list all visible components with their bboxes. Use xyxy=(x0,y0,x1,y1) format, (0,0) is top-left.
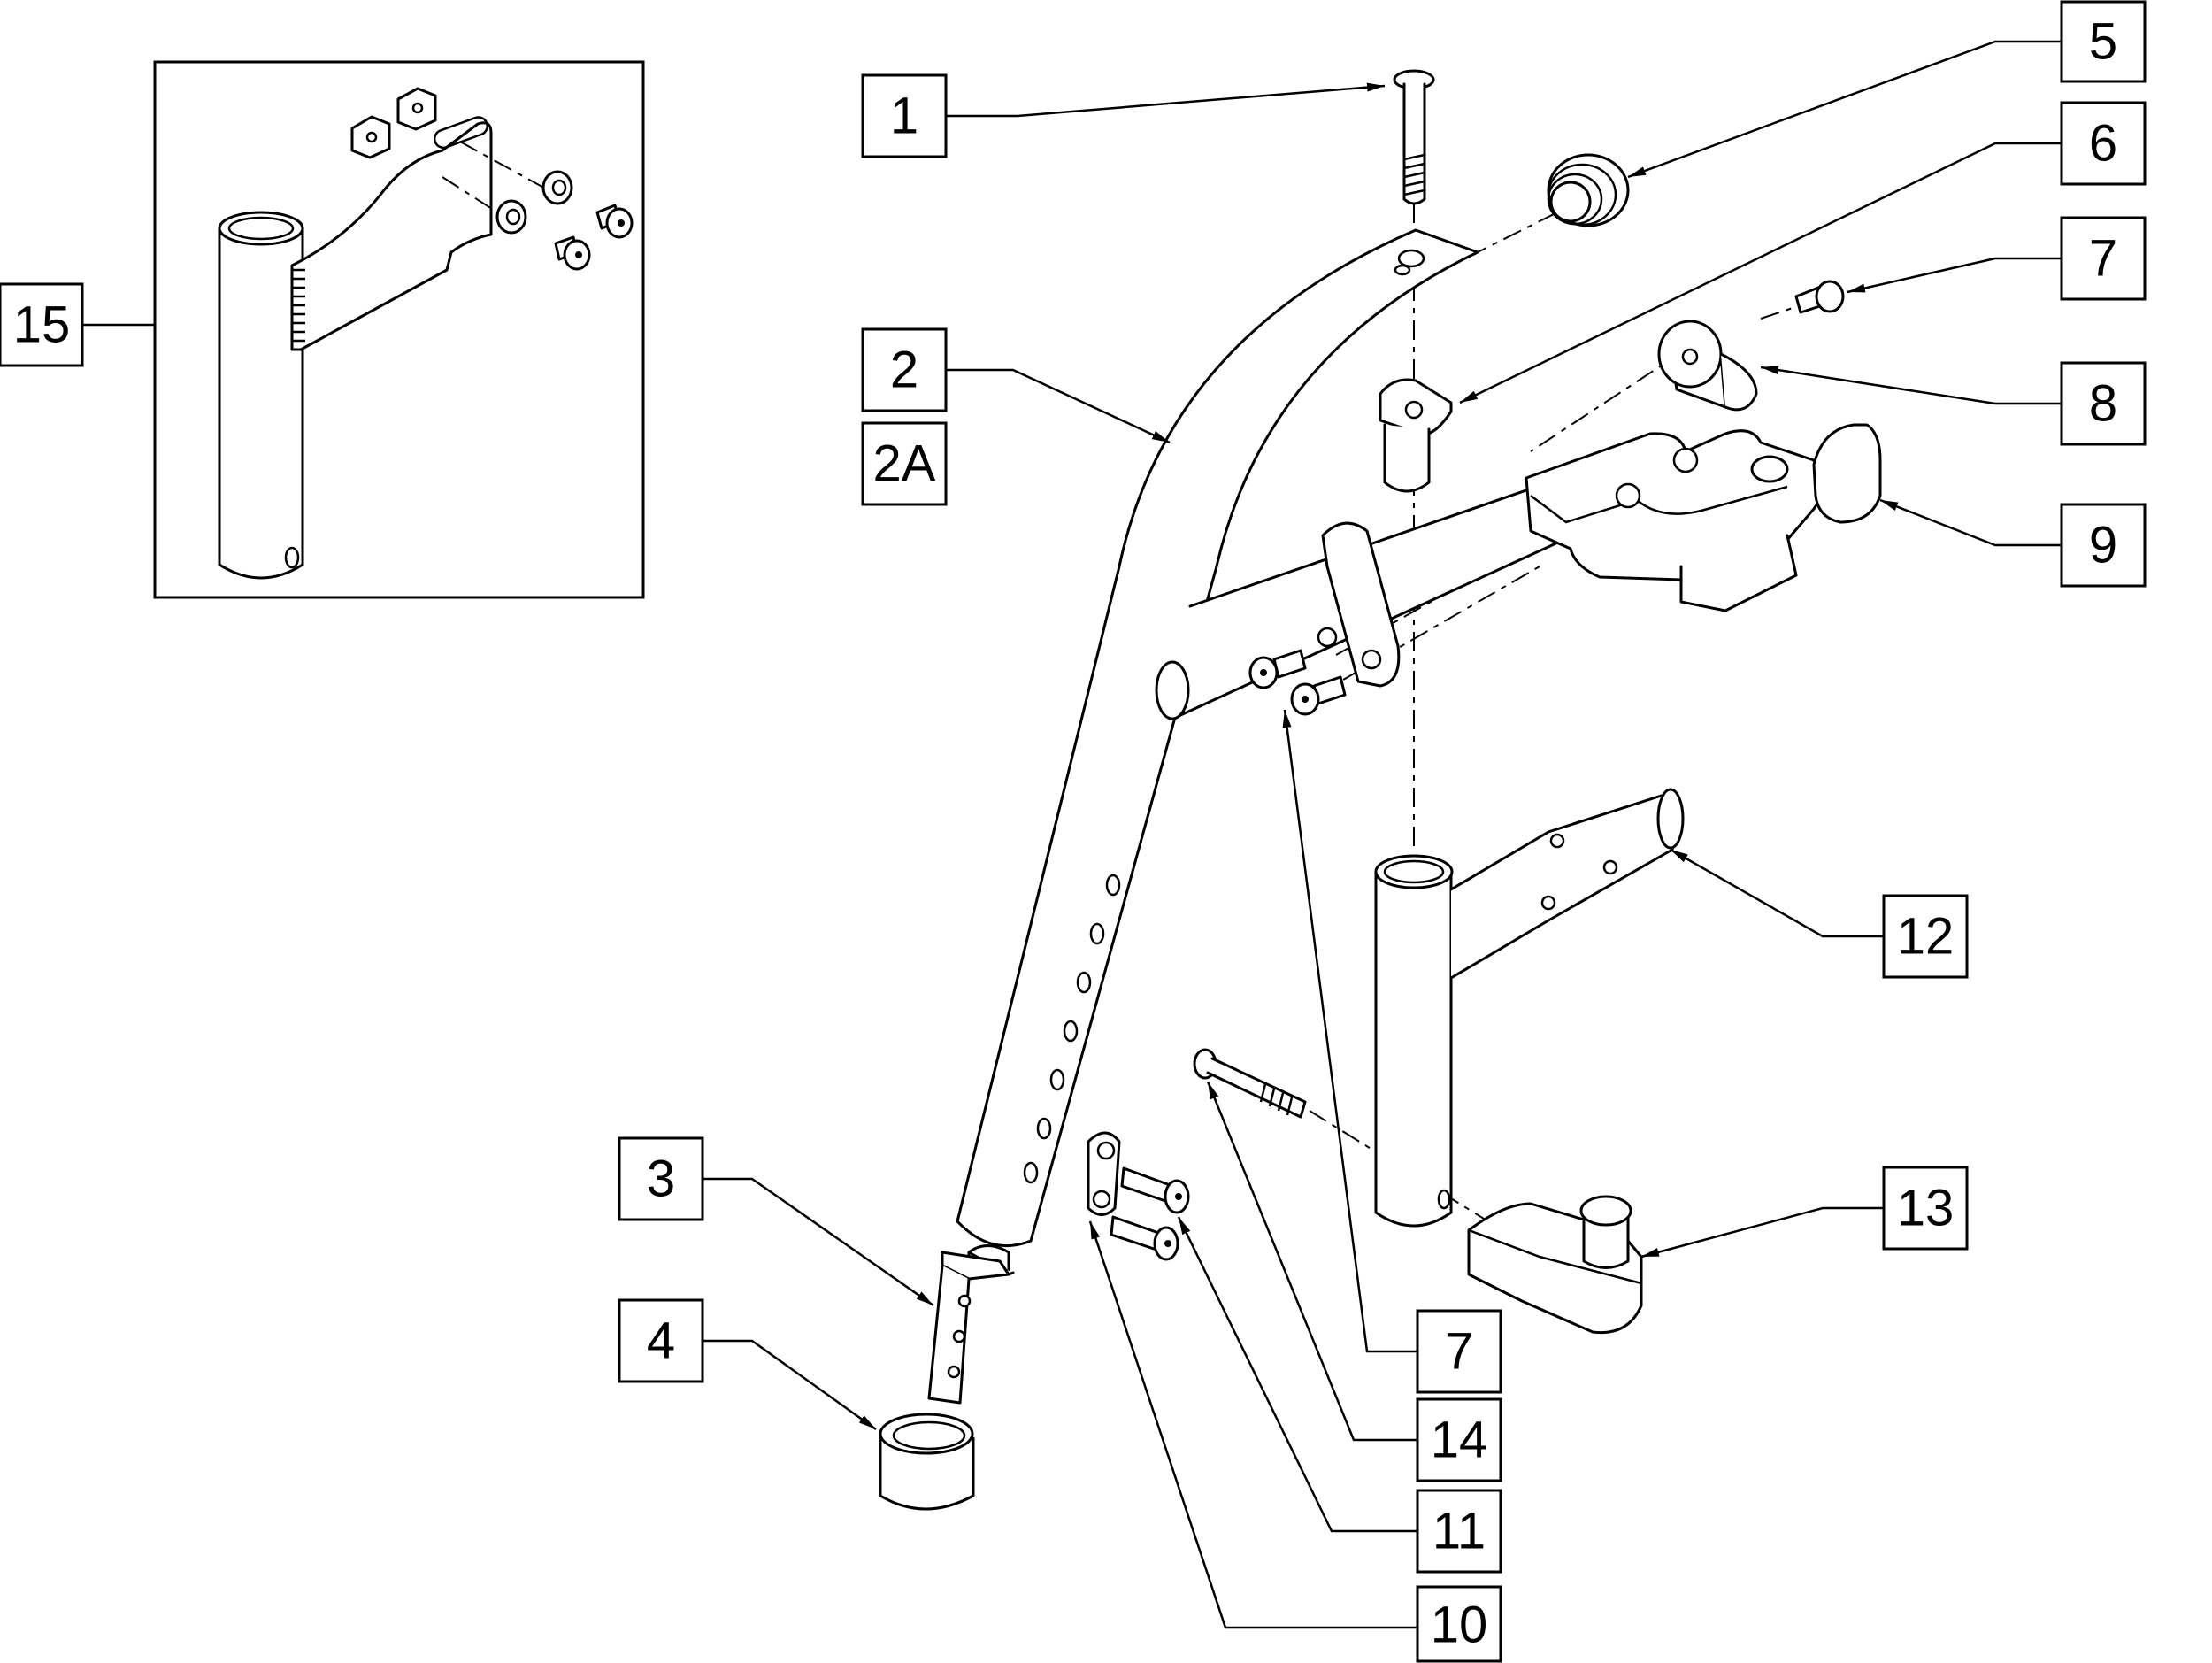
leader-9 xyxy=(1879,498,2062,547)
bushing xyxy=(1379,378,1453,493)
callout-6: 6 xyxy=(2060,101,2147,186)
callout-2: 2 xyxy=(861,327,948,412)
callout-5: 5 xyxy=(2060,0,2147,83)
callout-7-upper: 7 xyxy=(2060,216,2147,301)
inset-bracket-plate xyxy=(290,116,493,351)
svg-text:9: 9 xyxy=(2089,517,2117,574)
svg-text:5: 5 xyxy=(2089,13,2117,71)
svg-text:15: 15 xyxy=(13,296,71,354)
leader-4 xyxy=(703,1339,877,1431)
callout-13: 13 xyxy=(1882,1166,1969,1251)
leader-11 xyxy=(1177,1216,1417,1533)
svg-text:14: 14 xyxy=(1431,1412,1488,1469)
callout-1: 1 xyxy=(861,73,948,158)
svg-text:10: 10 xyxy=(1431,1597,1488,1654)
svg-text:6: 6 xyxy=(2089,115,2117,173)
callout-3: 3 xyxy=(618,1136,704,1221)
bumper xyxy=(1657,320,1758,412)
inset-screw-2 xyxy=(554,235,591,271)
callout-14: 14 xyxy=(1416,1397,1502,1482)
callout-12: 12 xyxy=(1882,894,1969,979)
svg-text:3: 3 xyxy=(647,1151,675,1208)
hanger-tube xyxy=(956,228,1479,1248)
leader-6 xyxy=(1459,142,2062,404)
inset-detail-box xyxy=(153,60,645,599)
leader-12 xyxy=(1670,848,1884,938)
axis-cap-5 xyxy=(1468,207,1567,258)
svg-text:4: 4 xyxy=(647,1313,675,1370)
cross-tube-clamp-bracket xyxy=(1317,521,1401,688)
lower-pivot-clamp xyxy=(1467,1195,1643,1335)
svg-text:7: 7 xyxy=(2089,230,2117,288)
inset-nut-right xyxy=(396,87,437,131)
callout-7-lower: 7 xyxy=(1416,1309,1502,1394)
svg-text:1: 1 xyxy=(890,88,918,145)
height-adjust-insert xyxy=(927,1244,1015,1405)
svg-text:2A: 2A xyxy=(873,435,936,493)
svg-text:8: 8 xyxy=(2089,375,2117,433)
callout-2a: 2A xyxy=(861,421,948,506)
inset-washer-1 xyxy=(541,170,573,205)
inset-receiver-tube xyxy=(218,211,304,580)
leader-8 xyxy=(1760,366,2062,405)
callout-9: 9 xyxy=(2060,503,2147,588)
leader-1 xyxy=(946,82,1386,118)
leader-2 xyxy=(946,368,1171,444)
screws-7-pair xyxy=(1248,649,1347,716)
leader-14 xyxy=(1206,1081,1417,1442)
inset-nut-left xyxy=(350,115,391,159)
axis-screws-7b xyxy=(1309,566,1540,700)
leader-5 xyxy=(1627,40,2062,179)
latch-assembly xyxy=(1525,423,1882,612)
screw-7-top xyxy=(1794,280,1845,314)
callout-8: 8 xyxy=(2060,361,2147,446)
leader-3 xyxy=(703,1177,934,1307)
callout-11: 11 xyxy=(1416,1489,1502,1574)
spacer-plate xyxy=(1087,1131,1121,1216)
top-bolt xyxy=(1393,69,1435,205)
screws-11 xyxy=(1110,1166,1190,1261)
leader-10 xyxy=(1088,1220,1417,1629)
svg-text:7: 7 xyxy=(1445,1323,1473,1381)
end-cap xyxy=(1547,153,1630,227)
leader-lines xyxy=(82,40,2062,1629)
inset-washer-2 xyxy=(495,199,527,235)
tube-end-sleeve xyxy=(879,1413,975,1511)
pivot-bolt xyxy=(1193,1048,1307,1119)
callout-4: 4 xyxy=(618,1298,704,1383)
swing-post xyxy=(1374,788,1685,1228)
leader-13 xyxy=(1640,1206,1884,1259)
svg-text:11: 11 xyxy=(1432,1503,1486,1560)
inset-screw-1 xyxy=(595,204,634,239)
svg-text:13: 13 xyxy=(1897,1180,1955,1237)
svg-text:12: 12 xyxy=(1897,908,1955,966)
callout-15: 15 xyxy=(0,282,84,367)
axis-bumper-8 xyxy=(1530,349,1686,452)
leader-7a xyxy=(1847,257,2062,294)
leader-7b xyxy=(1282,709,1417,1353)
callout-10: 10 xyxy=(1416,1585,1502,1663)
svg-text:2: 2 xyxy=(890,342,918,399)
